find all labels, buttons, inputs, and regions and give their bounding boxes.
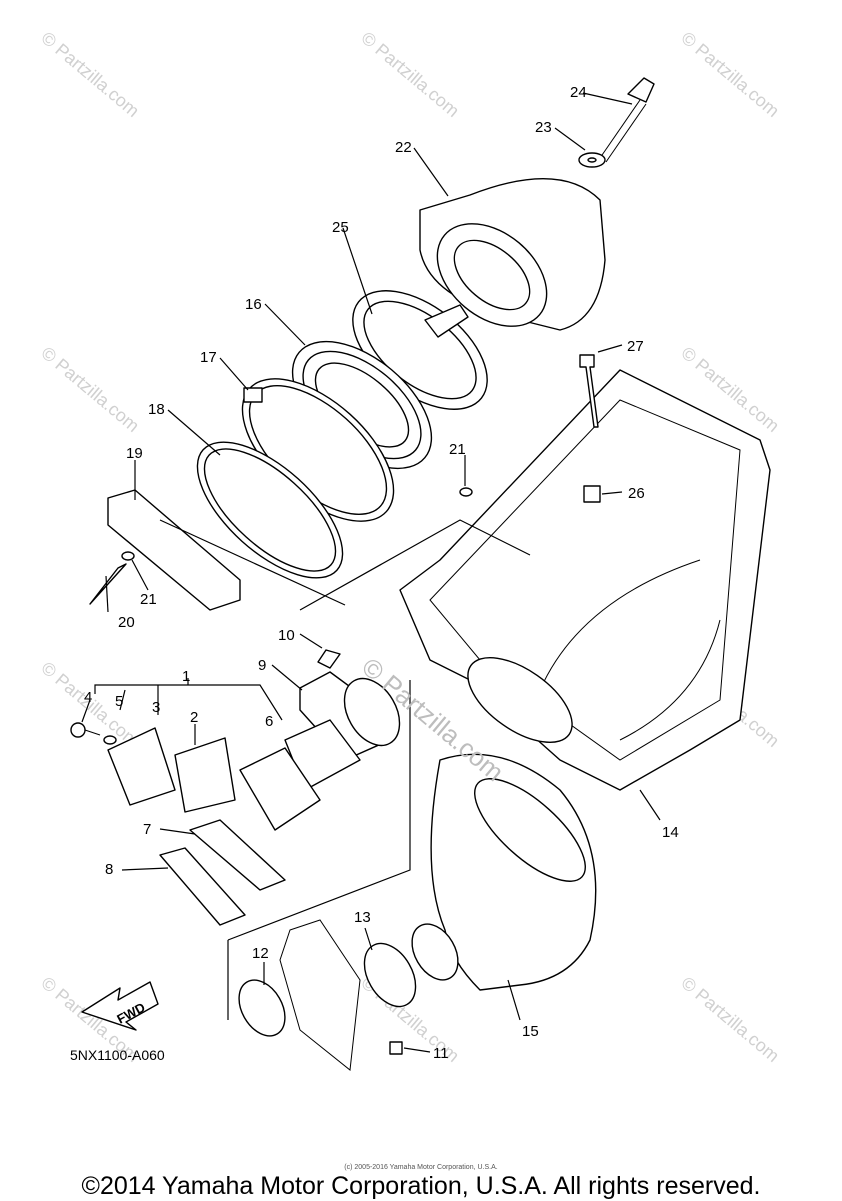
part-21-washer — [121, 551, 135, 561]
callout-label: 7 — [143, 821, 151, 838]
part-14-air-box — [399, 369, 771, 791]
callout-label: 17 — [200, 349, 217, 366]
callout-label: 5 — [115, 693, 123, 710]
callout-label: 8 — [105, 861, 113, 878]
callout-label: 24 — [570, 84, 587, 101]
part-20-screw — [89, 563, 127, 605]
part-27-bolt — [579, 354, 599, 428]
callout-label: 14 — [662, 824, 679, 841]
part-25-filter-guide — [352, 290, 488, 410]
part-3-reed — [107, 727, 176, 806]
part-8-gasket — [159, 847, 246, 926]
part-12-clamp — [238, 979, 286, 1037]
part-9-joint — [299, 671, 401, 761]
callout-label: 26 — [628, 485, 645, 502]
carburetor-outline — [279, 919, 361, 1071]
callout-label: 11 — [433, 1045, 449, 1062]
fwd-arrow-icon: FWD — [81, 981, 159, 1031]
leader-lines — [81, 92, 661, 1053]
callout-label: 18 — [148, 401, 165, 418]
callout-label: 10 — [278, 627, 295, 644]
diagram-code: 5NX1100-A060 — [70, 1047, 165, 1063]
callout-label: 13 — [354, 909, 371, 926]
part-22-air-filter — [419, 177, 606, 331]
part-10-bolt — [317, 649, 341, 669]
callout-label: 6 — [265, 713, 273, 730]
callout-label: 4 — [84, 689, 92, 706]
callout-label: 21 — [140, 591, 157, 608]
callout-label: 22 — [395, 139, 412, 156]
callout-label: 2 — [190, 709, 198, 726]
callout-label: 27 — [627, 338, 644, 355]
callout-label: 16 — [245, 296, 262, 313]
part-11-clip — [389, 1041, 403, 1055]
part-26-clip — [583, 485, 601, 503]
part-24-wing-bolt — [599, 77, 655, 163]
watermark: © Partzilla.com — [677, 28, 783, 121]
callout-labels: 1 2 3 4 5 6 7 8 9 10 11 12 13 14 15 16 1… — [84, 84, 679, 1062]
callout-label: 9 — [258, 657, 266, 674]
callout-label: 20 — [118, 614, 135, 631]
callout-label: 12 — [252, 945, 269, 962]
callout-label: 25 — [332, 219, 349, 236]
part-2-reed — [174, 737, 236, 813]
callout-label: 3 — [152, 699, 160, 716]
part-21-washer — [459, 487, 473, 497]
callout-label: 19 — [126, 445, 143, 462]
part-7-gasket — [189, 819, 286, 891]
copyright-small: (c) 2005-2016 Yamaha Motor Corporation, … — [344, 1164, 498, 1171]
callout-label: 1 — [182, 668, 190, 685]
watermark: © Partzilla.com — [677, 973, 783, 1066]
callout-label: 21 — [449, 441, 466, 458]
part-5-washer — [103, 735, 117, 745]
part-15-intake-boot — [411, 753, 597, 991]
callout-label: 15 — [522, 1023, 539, 1040]
watermark: © Partzilla.com — [37, 28, 143, 121]
part-13-clamp — [363, 942, 417, 1008]
part-4-screw — [70, 722, 101, 738]
copyright-notice: ©2014 Yamaha Motor Corporation, U.S.A. A… — [81, 1172, 761, 1200]
watermark: © Partzilla.com — [37, 343, 143, 436]
part-1-reed-valve-assy — [239, 747, 321, 831]
watermark: © Partzilla.com — [357, 28, 463, 121]
part-18-band — [196, 441, 344, 579]
callout-label: 23 — [535, 119, 552, 136]
